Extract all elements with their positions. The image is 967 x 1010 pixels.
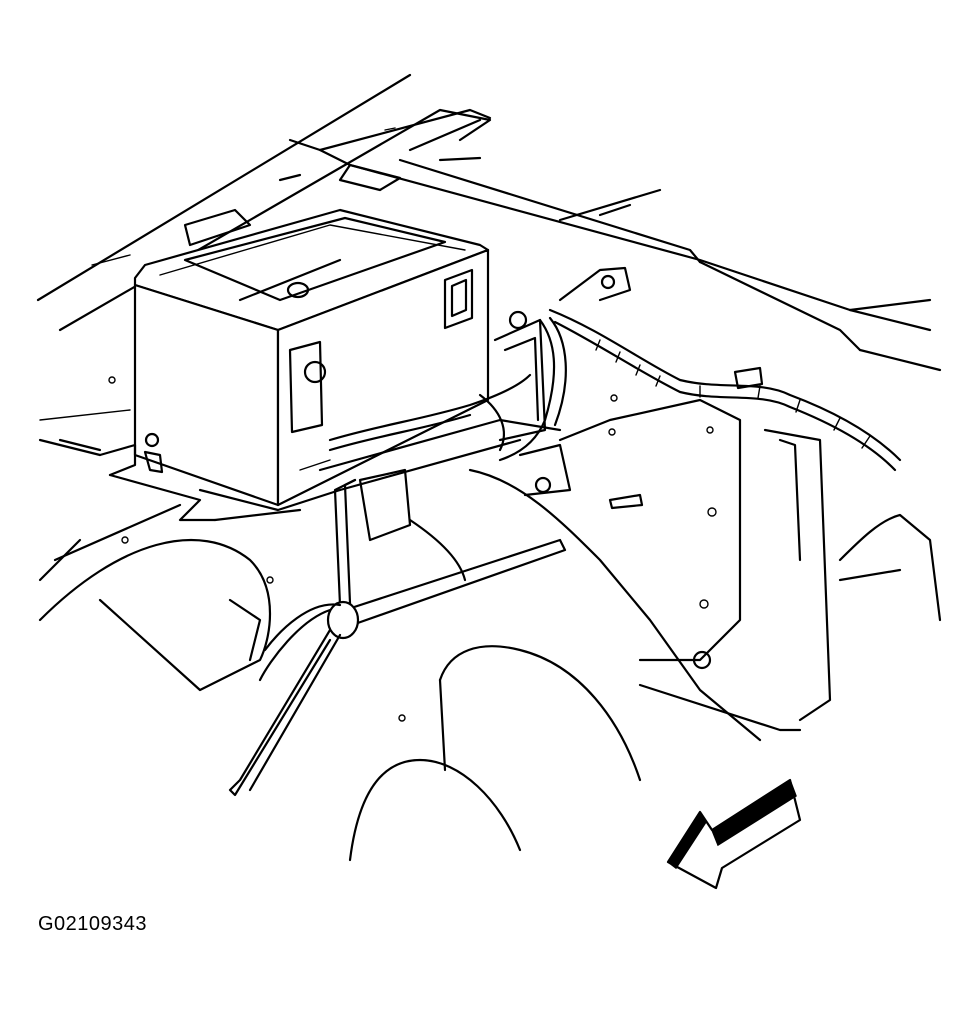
battery-cable-harness — [328, 266, 902, 472]
support-rod — [228, 478, 567, 797]
wheelhouse — [38, 376, 942, 862]
front-direction-arrow-icon — [666, 778, 802, 890]
fender-panel — [36, 73, 942, 421]
battery — [133, 208, 490, 507]
battery-tray — [38, 310, 572, 562]
figure-code: G02109343 — [38, 913, 148, 935]
